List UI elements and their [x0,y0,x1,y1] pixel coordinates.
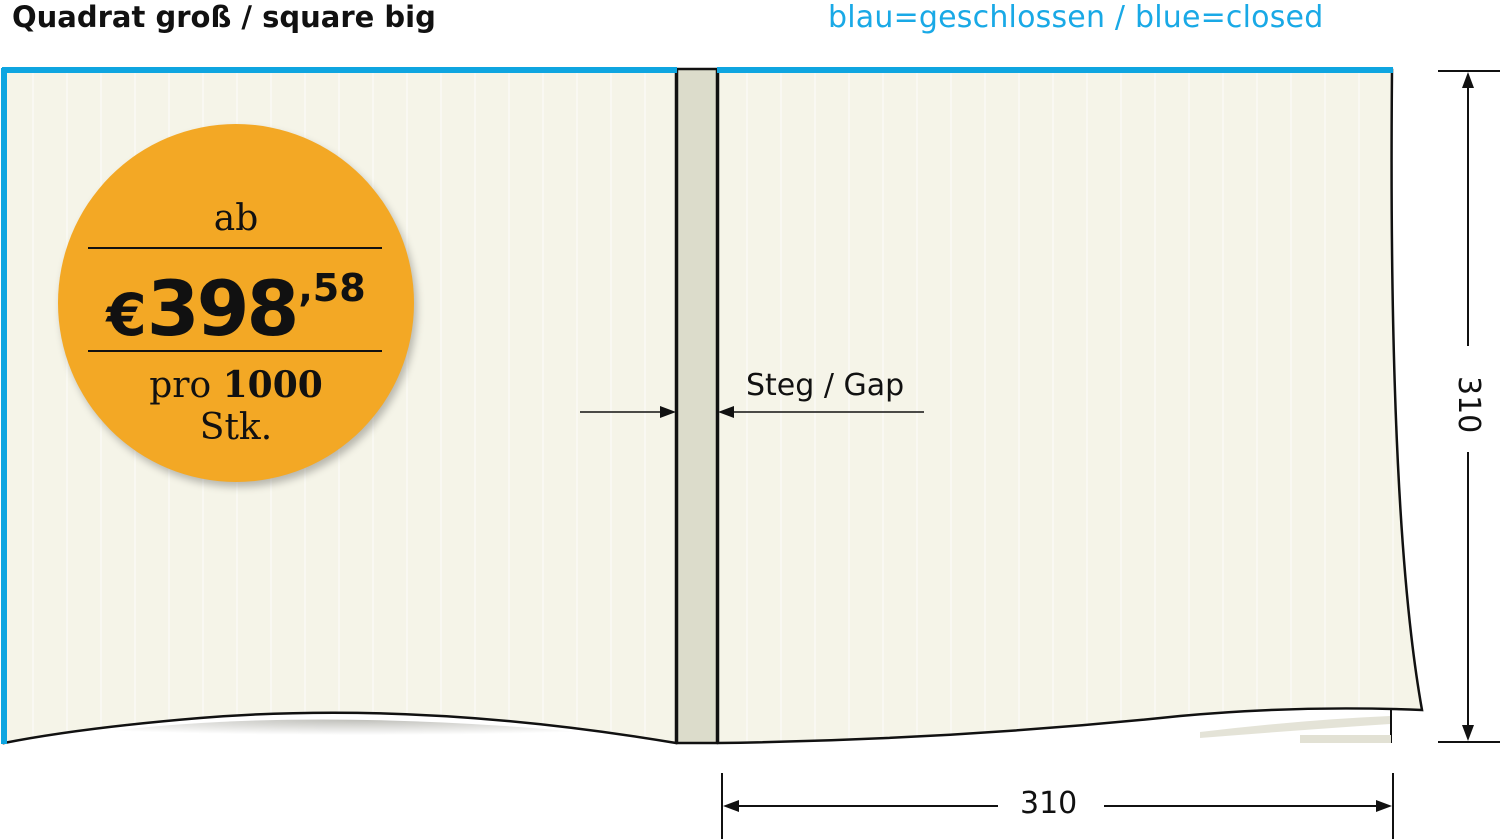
width-dim-arrow-right [1376,800,1392,812]
price-per-label: pro [149,365,212,406]
price-badge: ab €398,58 pro 1000 Stk. [58,124,414,482]
gap-label: Steg / Gap [746,368,905,403]
height-dim-arrow-bottom [1462,725,1474,741]
right-panel-curl-shadow [1200,716,1390,738]
back-sheet-fill [1300,735,1391,743]
gap-strip [675,67,719,745]
price-main: 398 [146,264,300,353]
price-quantity-number: 1000 [222,364,323,406]
price-prefix: ab [213,198,259,239]
price-rule-bottom [88,350,382,352]
width-dim-arrow-left [723,800,739,812]
price-currency: € [106,281,147,349]
height-dim-arrow-top [1462,72,1474,88]
price-quantity: pro 1000 Stk. [58,364,414,449]
height-value: 310 [1451,376,1486,434]
left-panel-curl-shadow [60,719,660,746]
back-sheet [1390,705,1392,743]
price-unit: Stk. [199,407,273,448]
gap-arrow-left-head [660,406,676,418]
price-amount: €398,58 [58,264,414,353]
gap-arrow-right-head [718,406,734,418]
page-title: Quadrat groß / square big [12,0,436,34]
price-rule-top [88,247,382,249]
width-value: 310 [1020,786,1078,821]
price-cents: ,58 [298,266,366,310]
legend-closed-note: blau=geschlossen / blue=closed [828,0,1324,35]
right-panel [716,68,1424,745]
